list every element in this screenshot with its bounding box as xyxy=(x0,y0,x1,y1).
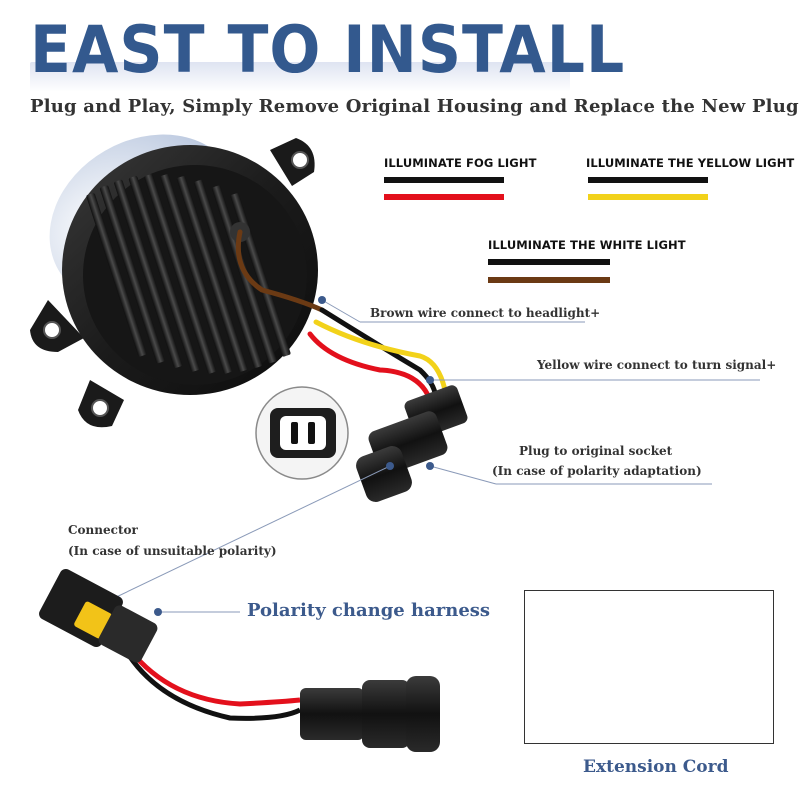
harness-label: Polarity change harness xyxy=(247,600,491,621)
subtitle: Plug and Play, Simply Remove Original Ho… xyxy=(30,96,799,117)
legend-white-wire-2 xyxy=(488,277,610,283)
callout-brown-wire: Brown wire connect to headlight+ xyxy=(370,306,601,320)
harness-plug xyxy=(300,688,364,740)
callout-yellow-wire: Yellow wire connect to turn signal+ xyxy=(537,358,777,372)
legend-white-title: ILLUMINATE THE WHITE LIGHT xyxy=(488,238,686,252)
headline-reflection xyxy=(30,62,570,92)
extension-cord-frame xyxy=(524,590,774,744)
connector-inset xyxy=(255,386,349,480)
legend-fog-wire-2 xyxy=(384,194,504,200)
legend-yellow-title: ILLUMINATE THE YELLOW LIGHT xyxy=(586,156,795,170)
callout-plug-line1: Plug to original socket xyxy=(519,444,673,458)
headline: EAST TO INSTALL xyxy=(30,12,626,89)
legend-yellow-wire-1 xyxy=(588,177,708,183)
legend-fog-title: ILLUMINATE FOG LIGHT xyxy=(384,156,537,170)
legend-yellow-wire-2 xyxy=(588,194,708,200)
lamp-plug xyxy=(356,385,468,502)
callout-lines xyxy=(109,299,760,613)
legend-white-wire-1 xyxy=(488,259,610,265)
polarity-harness xyxy=(39,568,440,752)
callout-connector-line1: Connector xyxy=(68,523,138,537)
extension-cord-label: Extension Cord xyxy=(583,757,729,777)
fog-light-housing xyxy=(30,134,318,428)
legend-fog-wire-1 xyxy=(384,177,504,183)
lamp-wires xyxy=(235,229,449,403)
callout-connector-line2: (In case of unsuitable polarity) xyxy=(68,544,277,558)
callout-plug-line2: (In case of polarity adaptation) xyxy=(492,464,702,478)
